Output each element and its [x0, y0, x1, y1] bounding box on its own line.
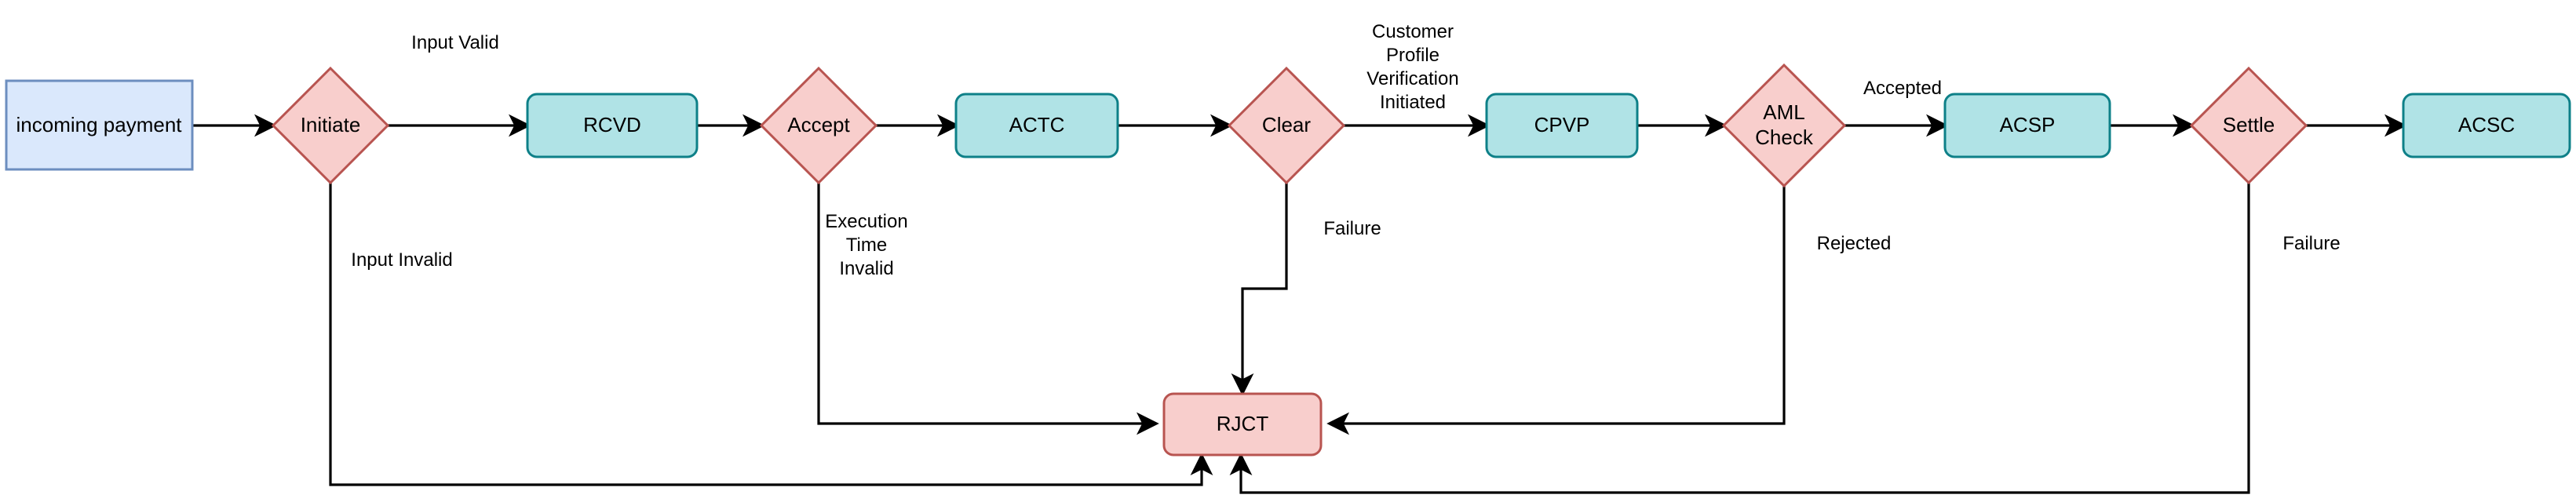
node-clear-label: Clear	[1262, 113, 1311, 136]
edges-layer	[192, 114, 2407, 494]
node-settle[interactable]: Settle	[2189, 66, 2308, 185]
edge-label-cpv-initiated-line4: Initiated	[1380, 92, 1446, 113]
node-aml-check[interactable]: AML Check	[1721, 63, 1847, 188]
edge-label-cpv-initiated-line1: Customer	[1372, 21, 1454, 42]
node-initiate[interactable]: Initiate	[271, 66, 390, 185]
node-cpvp-label: CPVP	[1534, 113, 1590, 136]
node-rcvd[interactable]: RCVD	[526, 93, 699, 158]
node-accept-label: Accept	[787, 113, 850, 136]
edge-label-execution-time-invalid-line2: Time	[846, 235, 887, 256]
edge-label-rejected: Rejected	[1817, 233, 1892, 254]
edge-label-execution-time-invalid-line1: Execution	[825, 211, 907, 232]
edge-label-input-valid: Input Valid	[411, 32, 499, 53]
edge-label-input-invalid: Input Invalid	[351, 249, 452, 271]
node-rcvd-label: RCVD	[583, 113, 641, 136]
node-acsc-label: ACSC	[2458, 113, 2515, 136]
edge-initiate-to-rjct	[329, 183, 1213, 486]
edge-label-settle-failure: Failure	[2282, 233, 2340, 254]
node-acsp-label: ACSP	[2000, 113, 2056, 136]
node-acsc[interactable]: ACSC	[2402, 93, 2571, 158]
node-rjct[interactable]: RJCT	[1162, 392, 1323, 457]
node-incoming-payment[interactable]: incoming payment	[5, 79, 194, 171]
node-actc-label: ACTC	[1009, 113, 1065, 136]
node-aml-check-label-line1: AML	[1763, 100, 1804, 124]
node-aml-check-label-line2: Check	[1755, 126, 1814, 149]
edge-label-clear-failure: Failure	[1323, 218, 1381, 239]
node-rjct-label: RJCT	[1217, 412, 1269, 435]
edge-settle-to-rjct	[1229, 183, 2250, 494]
edge-labels-layer: Input Valid Input Invalid Execution Time…	[351, 21, 2340, 279]
node-accept[interactable]: Accept	[759, 66, 878, 185]
node-initiate-label: Initiate	[301, 113, 361, 136]
node-settle-label: Settle	[2223, 113, 2275, 136]
edge-aml-to-rjct	[1326, 183, 1786, 435]
node-clear[interactable]: Clear	[1227, 66, 1346, 185]
node-cpvp[interactable]: CPVP	[1485, 93, 1639, 158]
node-actc[interactable]: ACTC	[954, 93, 1119, 158]
edge-accept-to-rjct	[817, 183, 1159, 435]
edge-clear-to-rjct	[1231, 183, 1288, 396]
edge-label-cpv-initiated-line2: Profile	[1386, 45, 1439, 66]
node-acsp[interactable]: ACSP	[1943, 93, 2111, 158]
edge-label-cpv-initiated-line3: Verification	[1366, 68, 1458, 89]
edge-label-execution-time-invalid-line3: Invalid	[839, 258, 893, 279]
edge-label-accepted: Accepted	[1863, 78, 1942, 99]
node-incoming-payment-label: incoming payment	[16, 113, 183, 136]
